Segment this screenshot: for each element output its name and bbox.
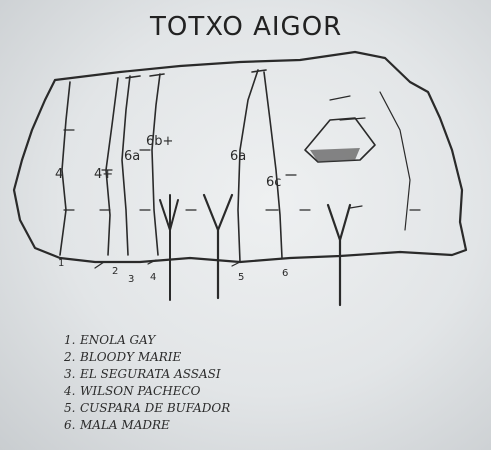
legend-number: 4. (64, 383, 80, 400)
rock-texture (380, 92, 410, 230)
grade-label-2: 4+ (94, 167, 113, 182)
crag-topo-drawing: 4 4+ 6a 6b+ 6a 6c 1 2 3 4 5 6 (0, 0, 491, 330)
legend-item: 3.EL SEGURATA ASSASI (64, 366, 364, 383)
roof-shading (310, 148, 360, 162)
legend-item: 2.BLOODY MARIE (64, 349, 364, 366)
legend-item: 5.CUSPARA DE BUFADOR (64, 400, 364, 417)
tree (160, 195, 178, 300)
route-number-3: 3 (128, 274, 134, 285)
route-line-5 (238, 70, 258, 262)
legend-route-name: CUSPARA DE BUFADOR (80, 401, 230, 415)
grade-label-6: 6c (266, 175, 281, 190)
route-number-4: 4 (150, 272, 156, 283)
legend-number: 6. (64, 417, 80, 434)
legend-route-name: MALA MADRE (80, 418, 170, 432)
route-number-6: 6 (282, 268, 288, 279)
tree (204, 195, 232, 298)
legend-item: 4.WILSON PACHECO (64, 383, 364, 400)
legend-number: 5. (64, 400, 80, 417)
route-number-5: 5 (238, 272, 244, 283)
legend-number: 1. (64, 332, 80, 349)
legend-item: 6.MALA MADRE (64, 417, 364, 434)
route-number-1: 1 (58, 258, 64, 269)
legend-route-name: WILSON PACHECO (80, 384, 200, 398)
grade-label-1: 4 (55, 167, 63, 182)
route-line-3 (122, 76, 130, 255)
legend-number: 2. (64, 349, 80, 366)
legend-number: 3. (64, 366, 80, 383)
grade-label-5: 6a (230, 149, 246, 164)
grade-label-4: 6b+ (146, 134, 173, 149)
route-line-6 (264, 72, 282, 258)
legend-item: 1.ENOLA GAY (64, 332, 364, 349)
legend-route-name: BLOODY MARIE (80, 350, 181, 364)
legend-route-name: ENOLA GAY (80, 333, 155, 347)
anchor-mark (126, 70, 266, 78)
legend-route-name: EL SEGURATA ASSASI (80, 367, 221, 381)
route-legend: 1.ENOLA GAY 2.BLOODY MARIE 3.EL SEGURATA… (64, 332, 364, 434)
route-line-4 (152, 74, 160, 255)
route-number-2: 2 (112, 266, 118, 277)
rock-texture (330, 96, 350, 100)
grade-label-3: 6a (124, 149, 140, 164)
